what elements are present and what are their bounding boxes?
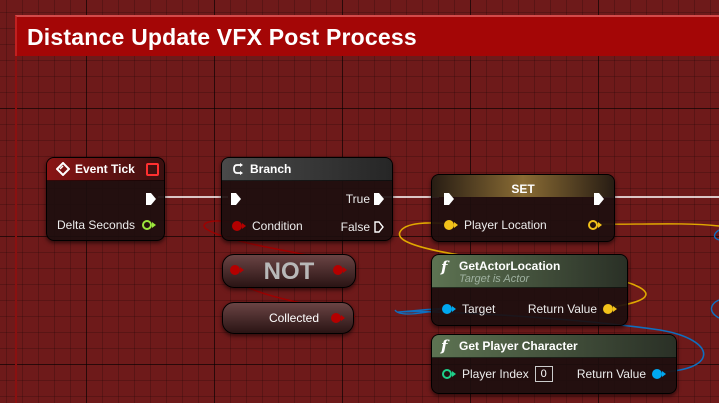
comment-box-border [15, 54, 719, 403]
collected-output-pin[interactable] [331, 313, 345, 323]
vector-pin-icon[interactable] [444, 220, 458, 230]
set-header[interactable]: SET [432, 175, 614, 197]
false-label: False [340, 220, 370, 234]
object-pin-icon[interactable] [652, 369, 666, 379]
branch-true-out[interactable]: True [346, 191, 384, 207]
exec-pin-icon[interactable] [444, 193, 454, 205]
return-value-label: Return Value [576, 367, 646, 381]
not-output-pin[interactable] [333, 265, 347, 275]
set-player-location-out[interactable] [588, 217, 602, 233]
function-icon: f [441, 337, 448, 355]
branch-header[interactable]: Branch [222, 158, 392, 181]
get-player-character-title: Get Player Character [459, 339, 578, 353]
exec-pin-icon[interactable] [594, 193, 604, 205]
get-actor-location-node[interactable]: f GetActorLocation Target is Actor Targe… [431, 254, 628, 326]
set-player-location-in[interactable]: Player Location [444, 217, 547, 233]
event-tick-exec-out[interactable] [146, 191, 156, 207]
player-index-pin-row[interactable]: Player Index 0 [442, 366, 553, 382]
get-actor-location-header[interactable]: f GetActorLocation Target is Actor [432, 255, 627, 288]
exec-pin-icon[interactable] [374, 193, 384, 205]
int-pin-icon[interactable] [442, 369, 456, 379]
not-title: NOT [263, 258, 315, 285]
get-actor-location-title: GetActorLocation [459, 259, 561, 273]
get-player-character-node[interactable]: f Get Player Character Player Index 0 Re… [431, 334, 677, 394]
branch-condition-in[interactable]: Condition [232, 218, 303, 234]
comment-box-header[interactable]: Distance Update VFX Post Process [15, 15, 719, 56]
exec-pin-hollow-icon[interactable] [374, 221, 384, 233]
pin-delta-seconds[interactable]: Delta Seconds [57, 217, 156, 233]
delta-seconds-label: Delta Seconds [57, 218, 136, 232]
set-exec-out[interactable] [594, 191, 604, 207]
vector-pin-out-icon[interactable] [588, 220, 602, 230]
branch-false-out[interactable]: False [341, 219, 384, 235]
comment-title[interactable]: Distance Update VFX Post Process [27, 24, 417, 50]
vector-pin-icon[interactable] [603, 304, 617, 314]
object-wire-offscreen-right-2 [710, 299, 719, 319]
true-label: True [345, 192, 370, 206]
get-actor-location-subtitle: Target is Actor [459, 273, 530, 285]
exec-pin-icon[interactable] [146, 193, 156, 205]
target-pin-row[interactable]: Target [442, 301, 495, 317]
get-player-character-header[interactable]: f Get Player Character [432, 335, 676, 358]
branch-title: Branch [250, 162, 292, 176]
branch-exec-in[interactable] [231, 191, 241, 207]
character-return-value-pin-row[interactable]: Return Value [577, 366, 666, 382]
return-value-pin-row[interactable]: Return Value [528, 301, 617, 317]
event-tick-header[interactable]: Event Tick [47, 158, 164, 181]
set-node[interactable]: SET Player Location [431, 174, 615, 242]
object-pin-icon[interactable] [442, 304, 456, 314]
condition-label: Condition [252, 219, 303, 233]
set-title: SET [511, 182, 535, 196]
player-location-label: Player Location [464, 218, 547, 232]
branch-icon [233, 163, 243, 175]
collected-variable-node[interactable]: Collected [222, 302, 354, 334]
event-tick-node[interactable]: Event Tick Delta Seconds [46, 157, 165, 241]
set-exec-in[interactable] [444, 191, 454, 207]
exec-pin-icon[interactable] [231, 193, 241, 205]
event-diamond-icon [56, 162, 70, 176]
collected-label: Collected [268, 311, 319, 325]
float-pin-icon[interactable] [142, 220, 156, 230]
branch-node[interactable]: Branch True Condition False [221, 157, 393, 241]
object-wire-offscreen-right [713, 229, 719, 241]
player-index-input[interactable]: 0 [534, 366, 553, 382]
bool-pin-icon[interactable] [232, 221, 246, 231]
function-icon: f [441, 258, 448, 276]
not-node[interactable]: NOT [222, 254, 356, 288]
player-index-label: Player Index [462, 367, 529, 381]
return-value-label: Return Value [527, 302, 597, 316]
event-delegate-icon[interactable] [146, 163, 159, 176]
not-input-pin[interactable] [230, 265, 244, 275]
event-tick-title: Event Tick [75, 162, 135, 176]
target-label: Target [462, 302, 496, 316]
